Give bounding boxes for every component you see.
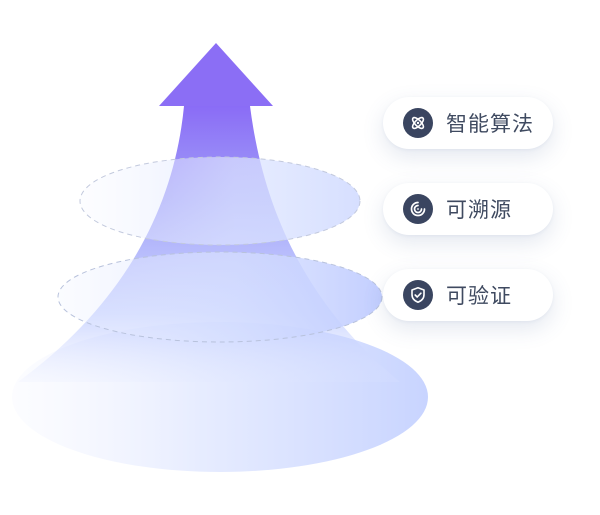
atom-icon <box>403 108 433 138</box>
feature-pill-smart-algorithm: 智能算法 <box>383 97 553 149</box>
feature-pill-traceable: 可溯源 <box>383 183 553 235</box>
feature-label: 智能算法 <box>446 112 534 136</box>
spiral-icon <box>403 194 433 224</box>
middle-disc <box>57 251 383 343</box>
top-disc <box>79 156 361 246</box>
arrow-head <box>159 43 273 106</box>
feature-label: 可溯源 <box>446 198 512 222</box>
feature-pill-verifiable: 可验证 <box>383 269 553 321</box>
shield-check-icon <box>403 280 433 310</box>
feature-label: 可验证 <box>446 284 512 308</box>
